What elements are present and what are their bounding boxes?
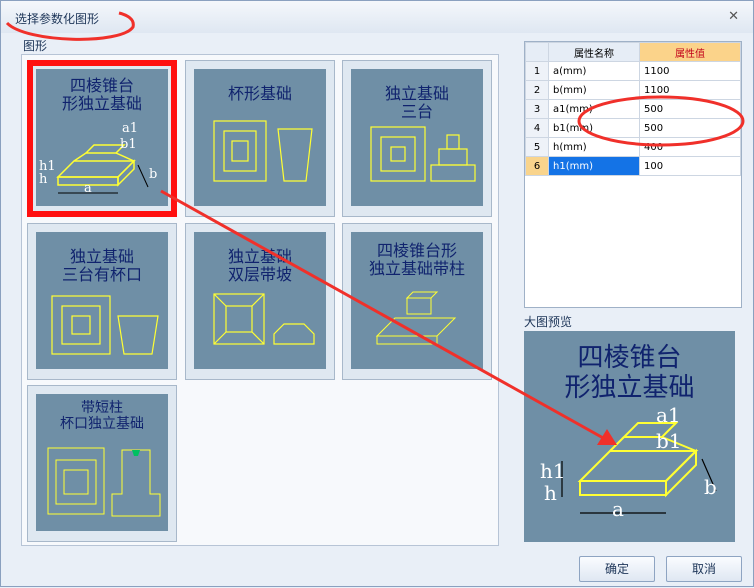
shape-gallery: 四棱锥台 形独立基础 a b a1 b1 h1 h (21, 54, 499, 546)
three-step-drawing (370, 126, 476, 182)
dim-b1: b1 (656, 429, 682, 453)
cancel-button[interactable]: 取消 (666, 556, 742, 582)
tile-frustum-column-foundation[interactable]: 四棱锥台形 独立基础带柱 (342, 223, 492, 380)
preview-label: 大图预览 (524, 315, 573, 329)
column-header-name: 属性名称 (548, 42, 640, 62)
property-row[interactable]: 1 a(mm) 1100 (525, 61, 741, 81)
dim-b: b (149, 167, 158, 182)
property-value[interactable]: 100 (639, 156, 741, 176)
frustum-column-drawing (375, 291, 457, 345)
close-icon[interactable]: ✕ (728, 9, 739, 24)
tile-title: 杯形基础 (227, 84, 292, 103)
property-value[interactable]: 1100 (639, 61, 741, 81)
tile-thumbnail: 独立基础 三台 (351, 69, 483, 206)
tile-title: 独立基础 三台有杯口 (61, 247, 142, 284)
tile-cup-foundation[interactable]: 杯形基础 (185, 60, 335, 217)
property-value[interactable]: 500 (639, 118, 741, 138)
property-row[interactable]: 3 a1(mm) 500 (525, 99, 741, 119)
property-name: a(mm) (548, 61, 640, 81)
property-value[interactable]: 1100 (639, 80, 741, 100)
row-index: 3 (525, 99, 549, 119)
double-slope-drawing (213, 293, 315, 345)
tile-title: 独立基础 三台 (384, 84, 449, 121)
tile-title: 带短柱 杯口独立基础 (60, 400, 144, 432)
preview-drawing (561, 422, 717, 514)
dim-h: h (39, 172, 48, 187)
row-index: 4 (525, 118, 549, 138)
preview-panel: 四棱锥台 形独立基础 a b a1 b1 h1 h (524, 331, 735, 542)
property-row[interactable]: 5 h(mm) 400 (525, 137, 741, 157)
property-name: h(mm) (548, 137, 640, 157)
property-name: h1(mm) (548, 156, 640, 176)
tile-three-step-cup-foundation[interactable]: 独立基础 三台有杯口 (27, 223, 177, 380)
tile-thumbnail: 四棱锥台 形独立基础 a b a1 b1 h1 h (36, 69, 168, 206)
preview-title: 四棱锥台 形独立基础 (564, 343, 695, 403)
property-row-selected[interactable]: 6 h1(mm) 100 (525, 156, 741, 176)
tile-title: 四棱锥台 形独立基础 (61, 76, 142, 113)
property-value[interactable]: 400 (639, 137, 741, 157)
row-index: 2 (525, 80, 549, 100)
tile-double-slope-foundation[interactable]: 独立基础 双层带坡 (185, 223, 335, 380)
property-name: b1(mm) (548, 118, 640, 138)
dim-h1: h1 (540, 459, 566, 483)
tile-short-column-cup-foundation[interactable]: 带短柱 杯口独立基础 (27, 385, 177, 542)
dim-h1: h1 (39, 159, 56, 174)
dim-a1: a1 (656, 403, 681, 427)
title-bar: 选择参数化图形 ✕ (1, 1, 753, 33)
tile-three-step-foundation[interactable]: 独立基础 三台 (342, 60, 492, 217)
tile-thumbnail: 杯形基础 (194, 69, 326, 206)
cup-drawing (213, 120, 313, 182)
ok-button[interactable]: 确定 (579, 556, 655, 582)
dim-b1: b1 (120, 137, 137, 152)
tile-thumbnail: 四棱锥台形 独立基础带柱 (351, 232, 483, 369)
three-step-cup-drawing (51, 295, 159, 355)
tile-thumbnail: 独立基础 三台有杯口 (36, 232, 168, 369)
gallery-label: 图形 (23, 39, 48, 53)
corner-header (525, 42, 549, 62)
row-index: 1 (525, 61, 549, 81)
window-title: 选择参数化图形 (15, 12, 100, 26)
dim-a: a (612, 497, 624, 521)
short-column-drawing (47, 447, 161, 517)
column-header-value: 属性值 (639, 42, 741, 62)
dim-a1: a1 (122, 121, 139, 136)
property-row[interactable]: 2 b(mm) 1100 (525, 80, 741, 100)
property-name: b(mm) (548, 80, 640, 100)
property-name: a1(mm) (548, 99, 640, 119)
row-index: 5 (525, 137, 549, 157)
property-value[interactable]: 500 (639, 99, 741, 119)
tile-frustum-foundation[interactable]: 四棱锥台 形独立基础 a b a1 b1 h1 h (27, 60, 177, 217)
property-row[interactable]: 4 b1(mm) 500 (525, 118, 741, 138)
tile-thumbnail: 独立基础 双层带坡 (194, 232, 326, 369)
dim-b: b (704, 475, 717, 499)
dim-a: a (84, 181, 92, 196)
frustum-drawing (56, 144, 149, 194)
property-grid: 属性名称 属性值 1 a(mm) 1100 2 b(mm) 1100 3 a1(… (524, 41, 742, 308)
tile-thumbnail: 带短柱 杯口独立基础 (36, 394, 168, 531)
dim-h: h (544, 481, 557, 505)
row-index: 6 (525, 156, 549, 176)
